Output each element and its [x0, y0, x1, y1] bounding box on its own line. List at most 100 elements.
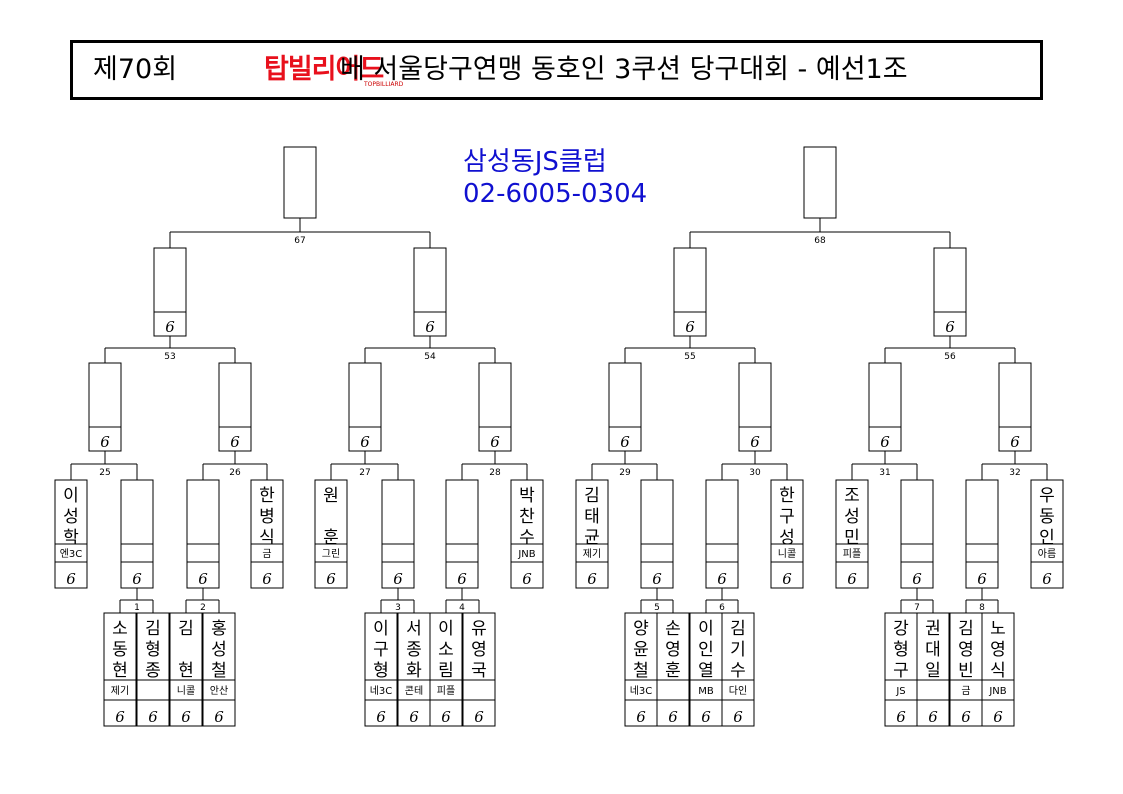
- player-box: [916, 612, 950, 727]
- match-number: 7: [914, 603, 920, 613]
- score-mark: 6: [441, 708, 451, 726]
- score-mark: 6: [181, 708, 191, 726]
- player-name-char: 열: [698, 661, 714, 681]
- player-name-char: 이: [438, 619, 454, 639]
- player-name-char: 형: [893, 640, 909, 660]
- club-name: 삼성동JS클럽: [463, 147, 607, 177]
- player-name-char: 강: [893, 619, 909, 639]
- score-mark: 6: [326, 570, 336, 588]
- match-number: 3: [395, 603, 401, 613]
- player-name-char: 원: [323, 486, 339, 506]
- match-number: 68: [814, 236, 826, 246]
- player-name-char: 영: [665, 640, 681, 660]
- match-number: 32: [1009, 468, 1020, 478]
- score-mark: 6: [912, 570, 922, 588]
- player-affiliation: JNB: [517, 549, 535, 560]
- match-number: 55: [684, 352, 695, 362]
- player-name-char: 한: [259, 486, 275, 506]
- player-name-char: 수: [730, 661, 746, 681]
- score-mark: 6: [393, 570, 403, 588]
- player-name-char: 손: [665, 619, 681, 639]
- logo-text: 탑빌리어드: [264, 54, 384, 85]
- player-name-char: 성: [844, 507, 860, 527]
- player-name-char: 학: [63, 528, 79, 548]
- player-name-char: 소: [438, 640, 454, 660]
- player-name-char: 김: [145, 619, 161, 639]
- player-name-char: 소: [112, 619, 128, 639]
- player-name-char: 균: [584, 528, 600, 548]
- score-mark: 6: [100, 433, 110, 451]
- score-mark: 6: [620, 433, 630, 451]
- match-number: 6: [719, 603, 725, 613]
- player-name-char: 동: [112, 640, 128, 660]
- score-mark: 6: [896, 708, 906, 726]
- player-name-char: 민: [844, 528, 860, 548]
- player-affiliation: 아름: [1038, 548, 1056, 560]
- score-mark: 6: [409, 708, 419, 726]
- match-number: 4: [459, 603, 465, 613]
- score-mark: 6: [148, 708, 158, 726]
- player-name-char: 형: [145, 640, 161, 660]
- player-box: [575, 479, 609, 589]
- player-box: [202, 612, 236, 727]
- player-affiliation: 안산: [210, 685, 228, 697]
- score-mark: 6: [685, 318, 695, 336]
- player-box: [510, 479, 544, 589]
- score-mark: 6: [847, 570, 857, 588]
- player-box: [103, 612, 137, 727]
- score-mark: 6: [587, 570, 597, 588]
- player-name-char: 이: [373, 619, 389, 639]
- player-name-char: 우: [1039, 486, 1055, 506]
- player-name-char: 태: [584, 507, 600, 527]
- match-number: 27: [359, 468, 370, 478]
- player-name-char: 철: [633, 661, 649, 681]
- player-name-char: 인: [1039, 528, 1055, 548]
- player-name-char: 영: [958, 640, 974, 660]
- player-box: [656, 612, 690, 727]
- title-suffix: 배 서울당구연맹 동호인 3쿠션 당구대회 - 예선1조: [340, 54, 908, 85]
- score-mark: 6: [490, 433, 500, 451]
- player-box: [770, 479, 804, 589]
- player-affiliation: 금: [961, 685, 970, 697]
- player-affiliation: 네3C: [630, 685, 653, 697]
- score-mark: 6: [977, 570, 987, 588]
- player-affiliation: JS: [895, 686, 905, 697]
- title-prefix: 제70회: [93, 54, 178, 85]
- player-affiliation: 니콜: [778, 548, 796, 560]
- score-mark: 6: [928, 708, 938, 726]
- player-affiliation: 피플: [437, 685, 455, 697]
- club-info: 삼성동JS클럽 02-6005-0304: [463, 146, 647, 210]
- score-mark: 6: [636, 708, 646, 726]
- score-mark: 6: [376, 708, 386, 726]
- player-name-char: 권: [925, 619, 941, 639]
- player-name-char: 국: [471, 661, 487, 681]
- player-name-char: 구: [893, 661, 909, 681]
- score-mark: 6: [165, 318, 175, 336]
- player-box: [835, 479, 869, 589]
- match-number: 31: [879, 468, 890, 478]
- player-name-char: 김: [584, 486, 600, 506]
- score-mark: 6: [198, 570, 208, 588]
- score-mark: 6: [474, 708, 484, 726]
- player-name-char: 형: [373, 661, 389, 681]
- club-phone: 02-6005-0304: [463, 179, 648, 209]
- player-name-char: 한: [779, 486, 795, 506]
- player-name-char: 훈: [323, 528, 339, 548]
- player-name-char: 현: [178, 661, 194, 681]
- player-affiliation: MB: [698, 686, 714, 697]
- player-affiliation: 다인: [729, 685, 747, 697]
- score-mark: 6: [668, 708, 678, 726]
- player-name-char: 영: [471, 640, 487, 660]
- match-number: 29: [619, 468, 631, 478]
- player-affiliation: 제기: [583, 548, 601, 560]
- match-number: 67: [294, 236, 305, 246]
- player-name-char: 화: [406, 661, 422, 681]
- player-affiliation: 그린: [322, 548, 340, 560]
- score-mark: 6: [717, 570, 727, 588]
- player-name-char: 노: [990, 619, 1006, 639]
- score-mark: 6: [66, 570, 76, 588]
- score-mark: 6: [782, 570, 792, 588]
- player-name-char: 성: [779, 528, 795, 548]
- player-box: [429, 612, 463, 727]
